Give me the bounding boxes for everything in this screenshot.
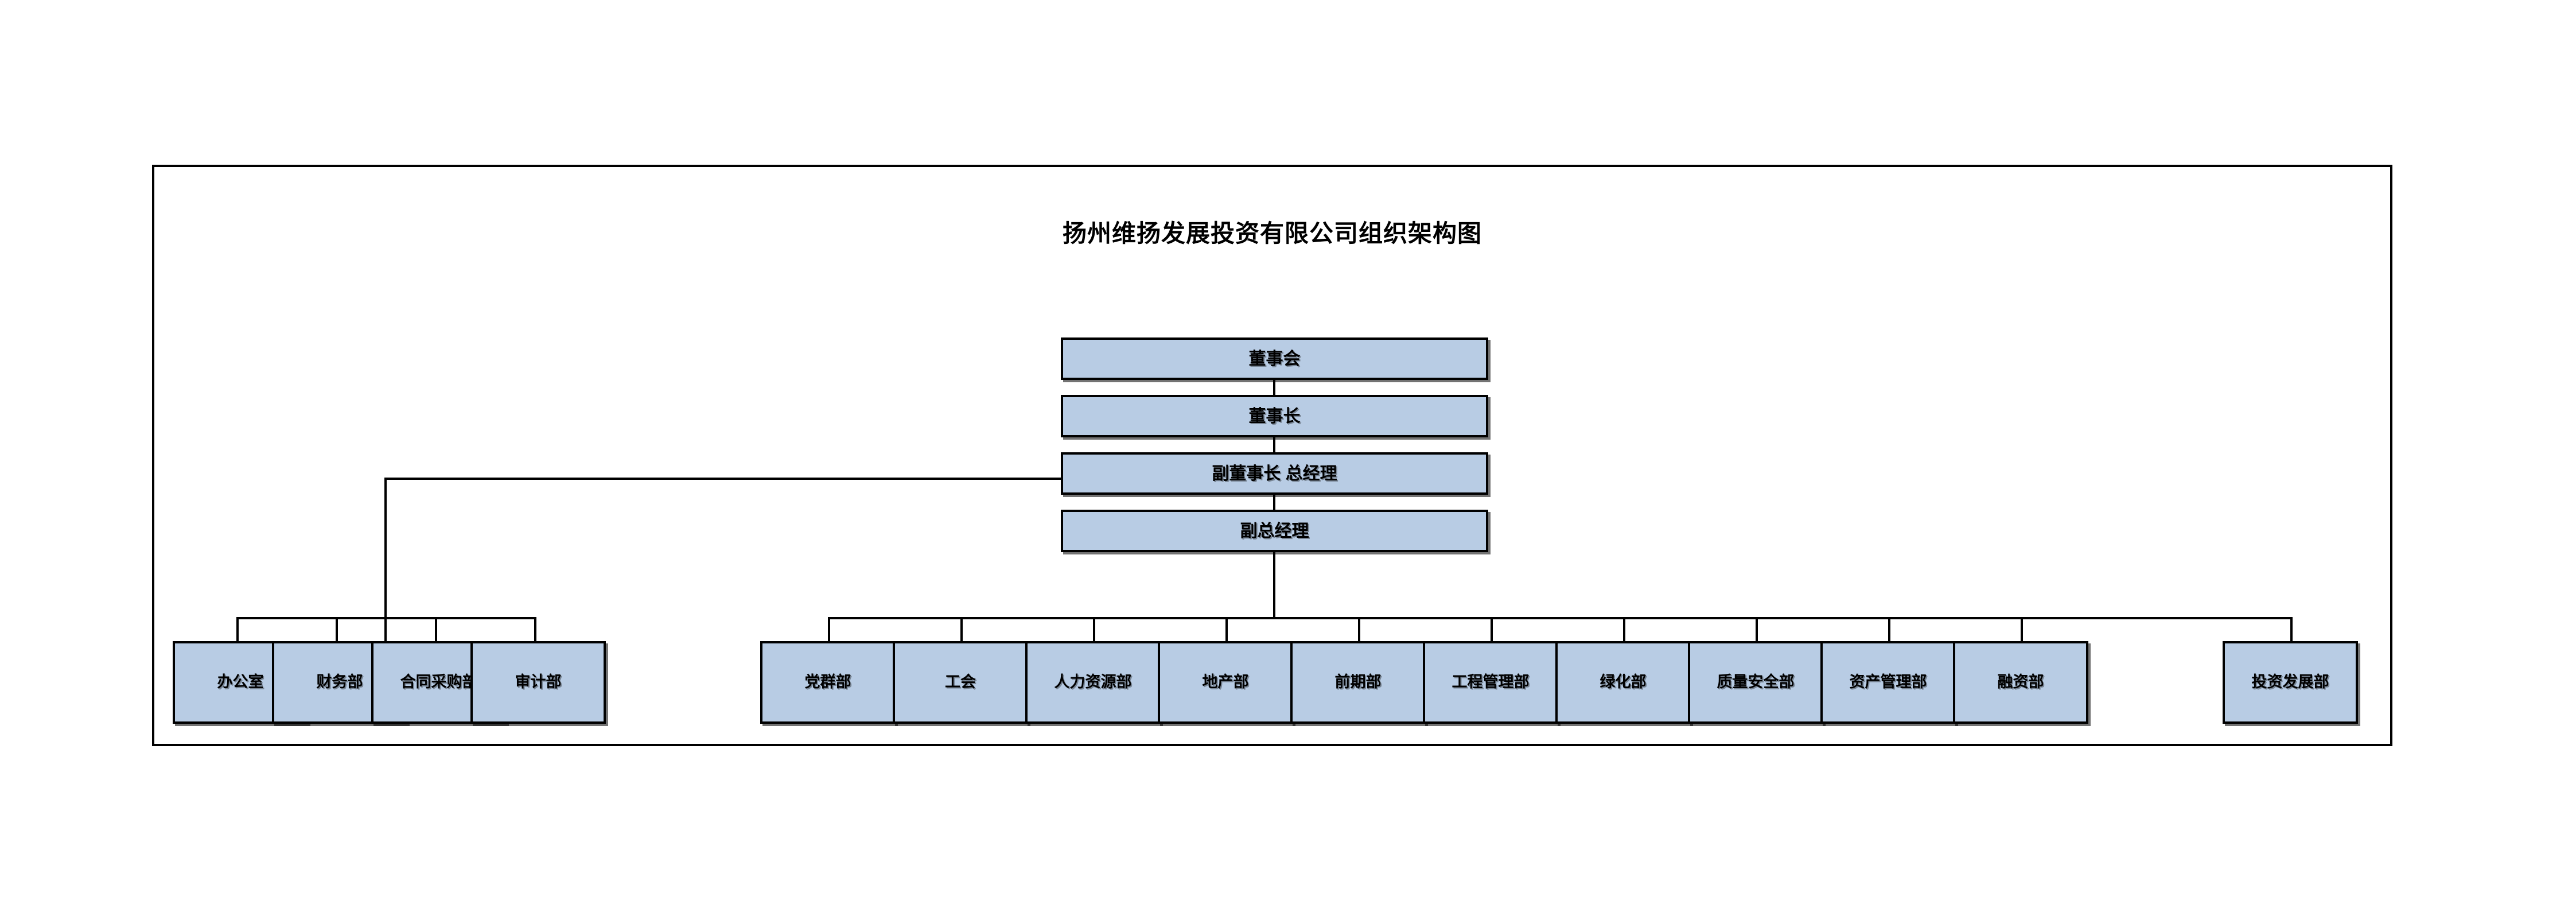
org-node-label: 前期部 (1334, 673, 1382, 691)
org-node-party-mass[interactable]: 党群部 (760, 641, 896, 724)
dept-stub-investment-dev (2290, 617, 2293, 641)
dept-stub-asset-mgmt (1888, 617, 1890, 641)
org-node-label: 地产部 (1202, 673, 1249, 691)
org-node-label: 合同采购部 (400, 673, 478, 691)
org-chart-frame: 扬州维扬发展投资有限公司组织架构图 董事会 董事长 副董事长 总经理 副总经理 … (152, 165, 2392, 746)
dept-stub-financing (2021, 617, 2023, 641)
dept-stub-party-mass (828, 617, 830, 641)
dept-stub-audit (534, 617, 536, 641)
org-node-financing[interactable]: 融资部 (1953, 641, 2088, 724)
org-node-asset-management[interactable]: 资产管理部 (1820, 641, 1956, 724)
org-node-engineering-management[interactable]: 工程管理部 (1423, 641, 1558, 724)
org-node-real-estate[interactable]: 地产部 (1158, 641, 1293, 724)
org-node-quality-safety[interactable]: 质量安全部 (1688, 641, 1823, 724)
org-node-label: 人力资源部 (1054, 673, 1132, 691)
org-node-label: 工会 (945, 673, 976, 691)
connector-chairman-to-vice-gm (1273, 437, 1275, 452)
org-node-label: 副总经理 (1240, 521, 1309, 541)
org-node-audit[interactable]: 审计部 (470, 641, 606, 724)
connector-vice-gm-to-deputy-gm (1273, 495, 1275, 510)
org-node-label: 质量安全部 (1717, 673, 1795, 691)
org-node-greening[interactable]: 绿化部 (1555, 641, 1691, 724)
org-node-labor-union[interactable]: 工会 (893, 641, 1028, 724)
org-node-preliminary[interactable]: 前期部 (1290, 641, 1426, 724)
org-node-deputy-general-manager[interactable]: 副总经理 (1061, 510, 1488, 552)
org-node-vice-chairman-general-manager[interactable]: 副董事长 总经理 (1061, 452, 1488, 495)
org-node-label: 财务部 (316, 673, 363, 691)
dept-stub-human-resources (1093, 617, 1095, 641)
org-node-label: 党群部 (804, 673, 851, 691)
connector-left-branch-drop (384, 478, 387, 641)
department-bus-bar-left (236, 617, 534, 619)
org-node-label: 副董事长 总经理 (1212, 464, 1337, 483)
org-node-label: 审计部 (515, 673, 562, 691)
connector-board-to-chairman (1273, 380, 1275, 395)
org-node-label: 工程管理部 (1452, 673, 1530, 691)
dept-stub-contract-purchase (435, 617, 437, 641)
department-bus-bar-right (828, 617, 2290, 619)
org-node-board[interactable]: 董事会 (1061, 337, 1488, 380)
org-node-label: 绿化部 (1600, 673, 1647, 691)
org-node-label: 融资部 (1997, 673, 2044, 691)
org-node-investment-development[interactable]: 投资发展部 (2223, 641, 2358, 724)
dept-stub-greening (1623, 617, 1625, 641)
dept-stub-finance (336, 617, 338, 641)
dept-stub-office (236, 617, 239, 641)
org-node-label: 办公室 (217, 673, 264, 691)
org-node-label: 董事长 (1248, 406, 1301, 426)
dept-stub-real-estate (1225, 617, 1228, 641)
org-node-label: 董事会 (1248, 349, 1301, 368)
connector-vice-gm-left-branch (384, 478, 1061, 480)
connector-deputy-gm-to-bus (1273, 552, 1275, 619)
org-node-label: 资产管理部 (1849, 673, 1927, 691)
page-title: 扬州维扬发展投资有限公司组织架构图 (1062, 220, 1482, 247)
org-node-human-resources[interactable]: 人力资源部 (1025, 641, 1161, 724)
org-node-chairman[interactable]: 董事长 (1061, 395, 1488, 437)
dept-stub-labor-union (960, 617, 963, 641)
org-node-label: 投资发展部 (2251, 673, 2329, 691)
dept-stub-engineering-mgmt (1491, 617, 1493, 641)
dept-stub-preliminary (1358, 617, 1360, 641)
dept-stub-quality-safety (1756, 617, 1758, 641)
